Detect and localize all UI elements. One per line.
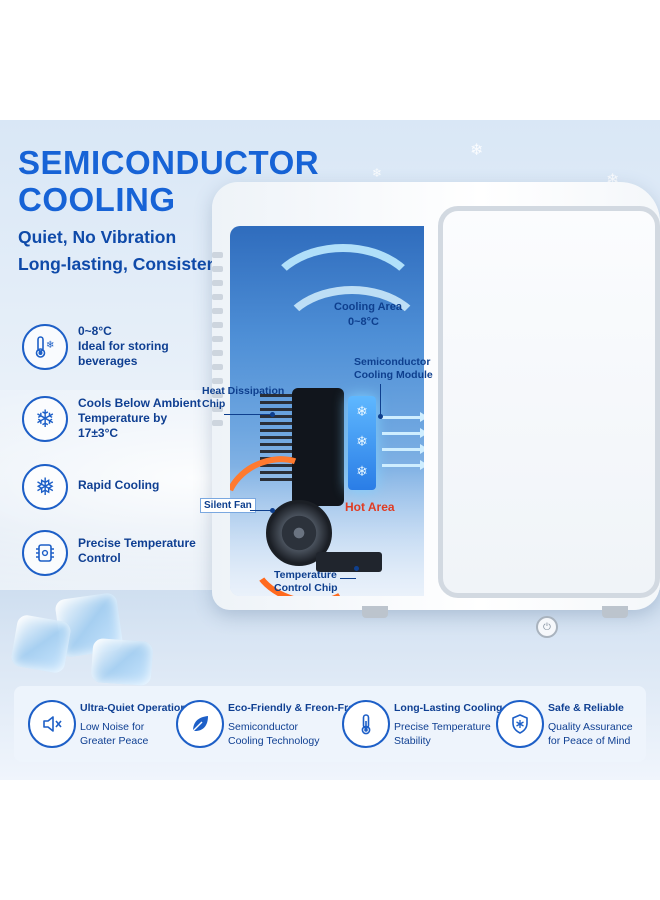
leader-dot [270,412,275,417]
leader-line [340,578,356,579]
silent-fan-label: Silent Fan [200,498,256,513]
control-board [316,552,382,572]
cooling-area-label: Cooling Area 0~8°C [334,300,402,330]
snowflake-icon: ❅ [22,464,68,510]
title-line: COOLING [18,181,176,218]
feature-text: Rapid Cooling [78,478,218,493]
feature-text: 0~8°C Ideal for storing beverages [78,324,218,369]
arrow-right-icon [382,444,424,454]
shield-snowflake-icon [496,700,544,748]
leaf-icon [176,700,224,748]
benefit-desc-line: Low Noise for [80,721,145,733]
thermometer-icon [342,700,390,748]
cooling-plate: ❄❄❄ [348,396,376,490]
label-line: Semiconductor [354,356,431,368]
snowflake-icon: ❄ [470,142,484,159]
ice-cube [90,637,154,687]
snowflake-icon: ❄ [22,396,68,442]
benefit-desc: Precise Temperature Stability [394,720,491,748]
benefit-desc-line: Cooling Technology [228,735,320,747]
fridge-foot [602,606,628,618]
benefit-desc: Semiconductor Cooling Technology [228,720,319,748]
product-hero: ❄ ❄ ❄ SEMICONDUCTOR COOLING Quiet, No Vi… [0,120,660,780]
feature-line: Control [78,551,121,565]
cooling-area-title: Cooling Area [334,301,403,313]
hot-area-label: Hot Area [345,500,395,514]
leader-line [250,510,272,511]
speaker-mute-icon [28,700,76,748]
benefit-desc-line: for Peace of Mind [548,735,631,747]
feature-line: 17±3°C [78,426,119,440]
benefit-desc-line: Quality Assurance [548,721,633,733]
benefit-title: Safe & Reliable [548,702,624,714]
thermometer-snowflake-icon: ❄ [22,324,68,370]
fridge-foot [362,606,388,618]
feature-text: Cools Below Ambient Temperature by 17±3°… [78,396,218,441]
benefits-banner: Ultra-Quiet Operation Low Noise for Grea… [14,686,646,762]
svg-text:❄: ❄ [46,340,54,351]
label-line: Chip [202,398,226,410]
benefit-title: Long-Lasting Cooling [394,702,503,714]
benefit-title: Ultra-Quiet Operation [80,702,187,714]
label-line: Temperature [274,569,337,581]
benefit-desc: Quality Assurance for Peace of Mind [548,720,633,748]
subtitle-line: Quiet, No Vibration [18,227,177,247]
benefit-desc-line: Stability [394,735,431,747]
leader-dot [354,566,359,571]
benefit-desc-line: Semiconductor [228,721,299,733]
arrow-right-icon [382,428,424,438]
cooling-module-label: Semiconductor Cooling Module [354,356,433,382]
chip-icon [22,530,68,576]
title-line: SEMICONDUCTOR [18,144,320,181]
cutaway-view: ❄❄❄ [230,226,424,596]
feature-line: Precise Temperature [78,536,196,550]
leader-dot [270,508,275,513]
benefit-desc: Low Noise for Greater Peace [80,720,148,748]
snowflake-icon: ❄ [372,166,383,180]
leader-line [380,384,381,416]
temperature-chip-label: Temperature Control Chip [274,569,338,595]
heat-dissipation-label: Heat Dissipation Chip [202,385,284,411]
leader-line [224,414,272,415]
label-line: Cooling Module [354,369,433,381]
cooling-area-range: 0~8°C [348,316,380,328]
ice-cube [9,613,73,675]
arrow-right-icon [382,460,424,470]
feature-line: Rapid Cooling [78,478,160,492]
page-title: SEMICONDUCTOR COOLING [18,144,319,218]
benefit-desc-line: Greater Peace [80,735,149,747]
benefit-desc-line: Precise Temperature [394,721,491,733]
arrow-right-icon [382,412,424,422]
leader-dot [378,414,383,419]
feature-line: beverages [78,354,138,368]
label-line: Heat Dissipation [202,385,285,397]
cooling-module-housing [292,388,344,506]
feature-text: Precise Temperature Control [78,536,218,566]
benefit-title: Eco-Friendly & Freon-Free [228,702,360,714]
feature-line: Ideal for storing [78,339,169,353]
power-button-icon: ⏻ [536,616,558,638]
feature-line: 0~8°C [78,324,112,338]
side-vents [212,252,226,452]
label-line: Control Chip [274,582,338,594]
fridge-door [438,206,660,598]
feature-line: Cools Below Ambient [78,396,201,410]
feature-line: Temperature by [78,411,168,425]
cool-airflow [274,286,424,402]
cool-airflow [260,244,424,370]
